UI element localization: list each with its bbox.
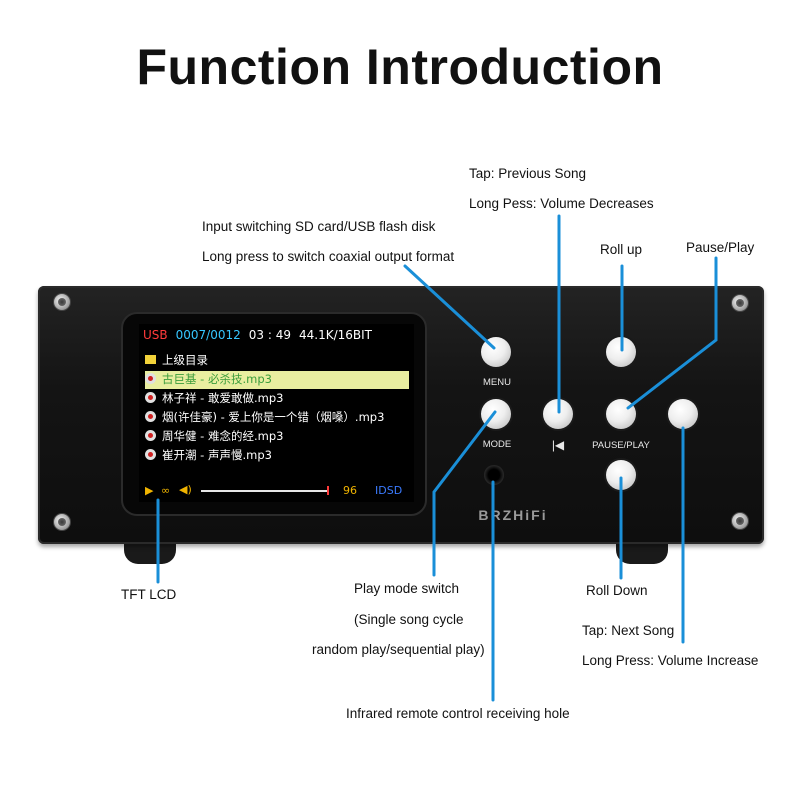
lcd-source: USB	[143, 328, 168, 342]
brand-logo: BRZHiFi	[478, 507, 548, 523]
screw-icon	[53, 293, 71, 311]
list-item: 烟(许佳豪) - 爱上你是一个错（烟嗓）.mp3	[145, 409, 409, 427]
music-disc-icon	[145, 430, 156, 441]
label-ir-receiver: Infrared remote control receiving hole	[346, 706, 570, 721]
label-play-mode: Play mode switch	[354, 581, 460, 596]
label-volume-decrease: Long Pess: Volume Decreases	[469, 196, 654, 211]
music-disc-icon	[145, 411, 156, 422]
label-roll-up: Roll up	[600, 242, 643, 257]
lcd-play-time: 03 : 49	[248, 328, 291, 342]
page-title: Function Introduction	[136, 39, 664, 95]
volume-value: 96	[343, 484, 357, 497]
label-input-switch: Input switching SD card/USB flash disk	[202, 219, 436, 234]
label-previous-song: Tap: Previous Song	[469, 166, 587, 181]
skip-previous-icon: |◀	[551, 438, 565, 452]
pause-play-label: PAUSE/PLAY	[592, 440, 650, 451]
music-disc-icon	[145, 392, 156, 403]
label-volume-increase: Long Press: Volume Increase	[582, 653, 759, 668]
menu-label: MENU	[483, 377, 511, 388]
list-item: 周华健 - 难念的经.mp3	[145, 428, 409, 446]
tft-lcd-screen: USB 0007/0012 03 : 49 44.1K/16BIT 上级目录 古巨基 …	[139, 324, 414, 502]
folder-icon	[145, 355, 156, 364]
mode-label: MODE	[482, 439, 512, 450]
music-disc-icon	[145, 373, 156, 384]
label-single-cycle: (Single song cycle	[354, 612, 464, 627]
label-random-sequential: random play/sequential play)	[312, 642, 485, 657]
volume-knob	[327, 486, 329, 495]
lcd-track-counter: 0007/0012	[175, 328, 241, 342]
device-foot-left	[124, 542, 176, 564]
label-pause-play: Pause/Play	[686, 240, 755, 255]
label-tft-lcd: TFT LCD	[121, 587, 177, 602]
list-item: 上级目录	[145, 352, 409, 370]
lcd-audio-format: 44.1K/16BIT	[298, 328, 372, 342]
lcd-bottom-bar: ▶ ∞ ◀) 96 IDSD	[143, 483, 411, 498]
list-item: 林子祥 - 敢爱敢做.mp3	[145, 390, 409, 408]
play-icon: ▶	[145, 484, 154, 497]
screw-icon	[53, 513, 71, 531]
list-item-selected: 古巨基 - 必杀技.mp3	[145, 371, 409, 389]
next-button[interactable]	[668, 399, 698, 429]
dsd-mode: IDSD	[375, 484, 403, 497]
leader-menu	[403, 264, 496, 350]
device-foot-right	[616, 542, 668, 564]
screw-icon	[731, 512, 749, 530]
lcd-status-bar: USB 0007/0012 03 : 49 44.1K/16BIT	[143, 328, 380, 342]
label-roll-down: Roll Down	[586, 583, 648, 598]
volume-track	[201, 490, 329, 492]
music-disc-icon	[145, 449, 156, 460]
label-next-song: Tap: Next Song	[582, 623, 675, 638]
screw-icon	[731, 294, 749, 312]
list-item: 崔开潮 - 声声慢.mp3	[145, 447, 409, 465]
speaker-icon: ◀)	[179, 483, 192, 496]
repeat-icon: ∞	[161, 484, 171, 497]
leader-mode	[432, 410, 497, 577]
leader-pause-play	[626, 256, 718, 410]
ir-receiver-hole	[484, 465, 504, 485]
label-coaxial-format: Long press to switch coaxial output form…	[202, 249, 455, 264]
